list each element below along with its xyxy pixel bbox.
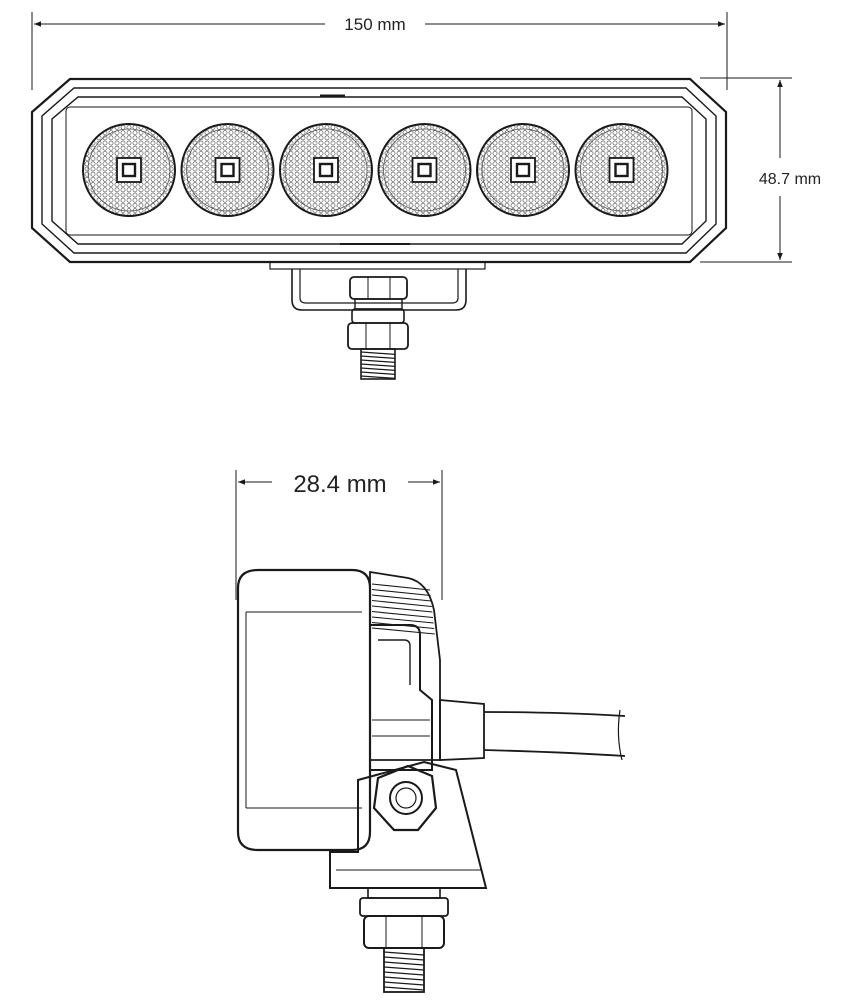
- side-bracket: [369, 624, 433, 771]
- height-dimension-label: 48.7 mm: [759, 171, 821, 188]
- depth-dimension: 28.4 mm: [235, 470, 443, 600]
- bolt-front: [347, 276, 409, 380]
- side-mount-base: [329, 760, 488, 889]
- depth-dimension-label: 28.4 mm: [293, 471, 386, 498]
- mount-bracket: [269, 261, 486, 311]
- heatsink-fins: [369, 570, 441, 761]
- led-2: [180, 123, 275, 217]
- lens-window: [51, 96, 707, 245]
- led-1: [82, 123, 176, 217]
- led-array: [82, 123, 669, 217]
- led-3: [279, 123, 373, 217]
- width-dimension-label: 150 mm: [344, 15, 405, 34]
- width-dimension: 150 mm: [31, 12, 728, 90]
- housing-inner: [41, 87, 717, 254]
- housing-outer: [30, 77, 728, 264]
- led-6: [574, 123, 669, 217]
- height-dimension: 48.7 mm: [700, 77, 821, 263]
- cable: [439, 699, 626, 761]
- side-housing: [236, 568, 372, 852]
- led-4: [377, 123, 472, 217]
- lens-panel: [65, 106, 693, 236]
- pivot-bolt: [372, 764, 438, 832]
- led-5: [476, 123, 570, 217]
- front-view: 150 mm 48.7 mm: [30, 12, 821, 380]
- side-view: 28.4 mm: [235, 470, 626, 993]
- bolt-side: [359, 887, 449, 993]
